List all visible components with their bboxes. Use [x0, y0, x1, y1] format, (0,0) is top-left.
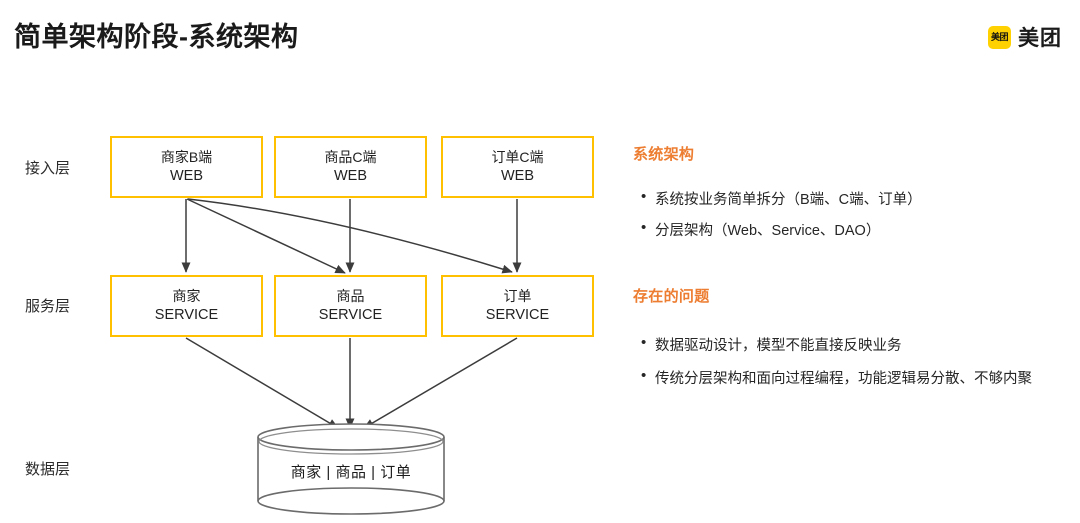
- bullet-text: 系统按业务简单拆分（B端、C端、订单）: [655, 192, 922, 208]
- notes-panel: 系统架构 • 系统按业务简单拆分（B端、C端、订单） • 分层架构（Web、Se…: [633, 0, 1080, 523]
- layer-label-service: 服务层: [25, 298, 71, 315]
- connector-arrows: [181, 198, 522, 429]
- bullet-text: 分层架构（Web、Service、DAO）: [655, 223, 881, 239]
- node-line-2: WEB: [500, 167, 535, 184]
- bullet-item: • 系统按业务简单拆分（B端、C端、订单）: [641, 188, 922, 209]
- page-title: 简单架构阶段-系统架构: [14, 22, 299, 52]
- bullet-dot-icon: •: [641, 219, 647, 236]
- node-web-order-c[interactable]: 订单C端 WEB: [441, 136, 594, 198]
- section-heading-architecture: 系统架构: [633, 146, 695, 163]
- node-line-1: 商品: [336, 287, 365, 304]
- node-line-2: WEB: [169, 167, 204, 184]
- node-service-merchant[interactable]: 商家 SERVICE: [110, 275, 263, 337]
- node-web-product-c[interactable]: 商品C端 WEB: [274, 136, 427, 198]
- bullet-dot-icon: •: [641, 367, 647, 384]
- node-line-1: 商家B端: [160, 148, 213, 165]
- bullet-item: • 传统分层架构和面向过程编程，功能逻辑易分散、不够内聚: [641, 367, 1032, 388]
- bullet-dot-icon: •: [641, 334, 647, 351]
- section-heading-problems: 存在的问题: [633, 288, 710, 305]
- brand-name: 美团: [1018, 27, 1062, 50]
- meituan-logo-icon: 美团: [988, 25, 1011, 49]
- node-service-order[interactable]: 订单 SERVICE: [441, 275, 594, 337]
- node-line-1: 订单C端: [491, 148, 544, 165]
- bullet-text: 传统分层架构和面向过程编程，功能逻辑易分散、不够内聚: [655, 371, 1032, 387]
- node-line-1: 商家: [172, 287, 201, 304]
- layer-label-access: 接入层: [25, 160, 71, 177]
- node-line-2: WEB: [333, 167, 368, 184]
- node-line-2: SERVICE: [318, 306, 383, 323]
- database-cylinder-icon[interactable]: [257, 423, 445, 515]
- architecture-diagram: 接入层 服务层 数据层: [25, 136, 594, 515]
- bullet-dot-icon: •: [641, 188, 647, 205]
- node-line-2: SERVICE: [485, 306, 550, 323]
- database-label: 商家 | 商品 | 订单: [290, 464, 412, 481]
- bullet-item: • 数据驱动设计，模型不能直接反映业务: [641, 334, 902, 355]
- node-line-1: 订单: [503, 287, 532, 304]
- bullet-text: 数据驱动设计，模型不能直接反映业务: [655, 338, 902, 354]
- node-web-merchant-b[interactable]: 商家B端 WEB: [110, 136, 263, 198]
- brand-logo: 美团 美团: [988, 22, 1062, 52]
- bullet-item: • 分层架构（Web、Service、DAO）: [641, 219, 880, 240]
- node-service-product[interactable]: 商品 SERVICE: [274, 275, 427, 337]
- layer-label-data: 数据层: [25, 461, 71, 478]
- node-line-2: SERVICE: [154, 306, 219, 323]
- node-line-1: 商品C端: [324, 148, 377, 165]
